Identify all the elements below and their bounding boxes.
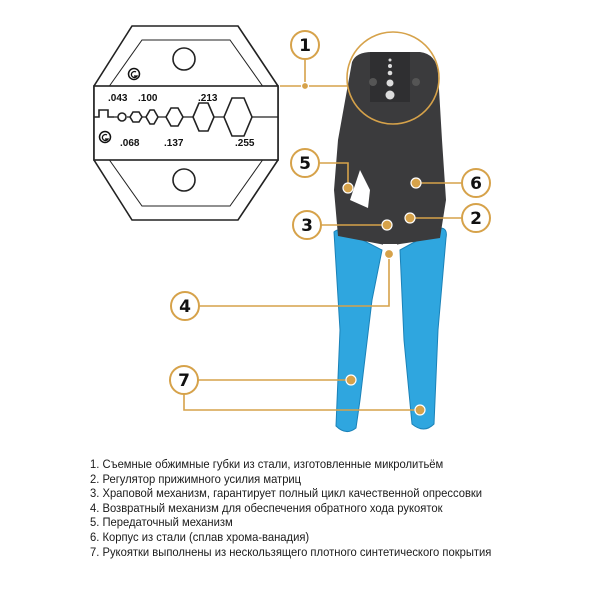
tool-body	[334, 52, 446, 256]
legend-item: 1. Съемные обжимные губки из стали, изго…	[90, 457, 444, 471]
svg-text:4: 4	[179, 297, 191, 317]
legend-item: 4. Возвратный механизм для обеспечения о…	[90, 500, 443, 515]
svg-text:3: 3	[301, 216, 313, 236]
callout-6: 6	[461, 168, 491, 198]
callout-leaders	[183, 31, 462, 411]
svg-text:1: 1	[299, 36, 311, 56]
svg-text:6: 6	[470, 174, 482, 194]
callout-1: 1	[290, 30, 320, 60]
die-size-label: .100	[138, 93, 158, 104]
legend-item: 6. Корпус из стали (сплав хрома-ванадия)	[90, 529, 310, 544]
die-size-label: .043	[108, 93, 128, 104]
die-size-label: .137	[164, 138, 184, 149]
legend-item: 5. Передаточный механизм	[90, 515, 233, 530]
callout-7: 7	[169, 365, 199, 395]
svg-text:5: 5	[299, 154, 311, 174]
legend-item: 2. Регулятор прижимного усилия матриц	[90, 471, 302, 486]
legend-item: 7. Рукоятки выполнены из нескользящего п…	[90, 544, 492, 559]
crimp-die-drawing	[93, 25, 279, 221]
callout-5: 5	[290, 148, 320, 178]
die-size-label: .068	[120, 138, 140, 149]
die-size-label: .255	[235, 138, 255, 149]
feature-legend: 1. Съемные обжимные губки из стали, изго…	[90, 457, 522, 559]
callout-dots	[300, 81, 426, 416]
svg-text:2: 2	[470, 209, 482, 229]
legend-item: 3. Храповой механизм, гарантирует полный…	[90, 486, 483, 501]
die-size-label: .213	[198, 93, 218, 104]
callout-2: 2	[461, 203, 491, 233]
die-logo-top	[127, 67, 141, 81]
svg-text:7: 7	[178, 371, 190, 391]
callout-4: 4	[170, 291, 200, 321]
callout-3: 3	[292, 210, 322, 240]
die-logo-bottom	[98, 130, 112, 144]
